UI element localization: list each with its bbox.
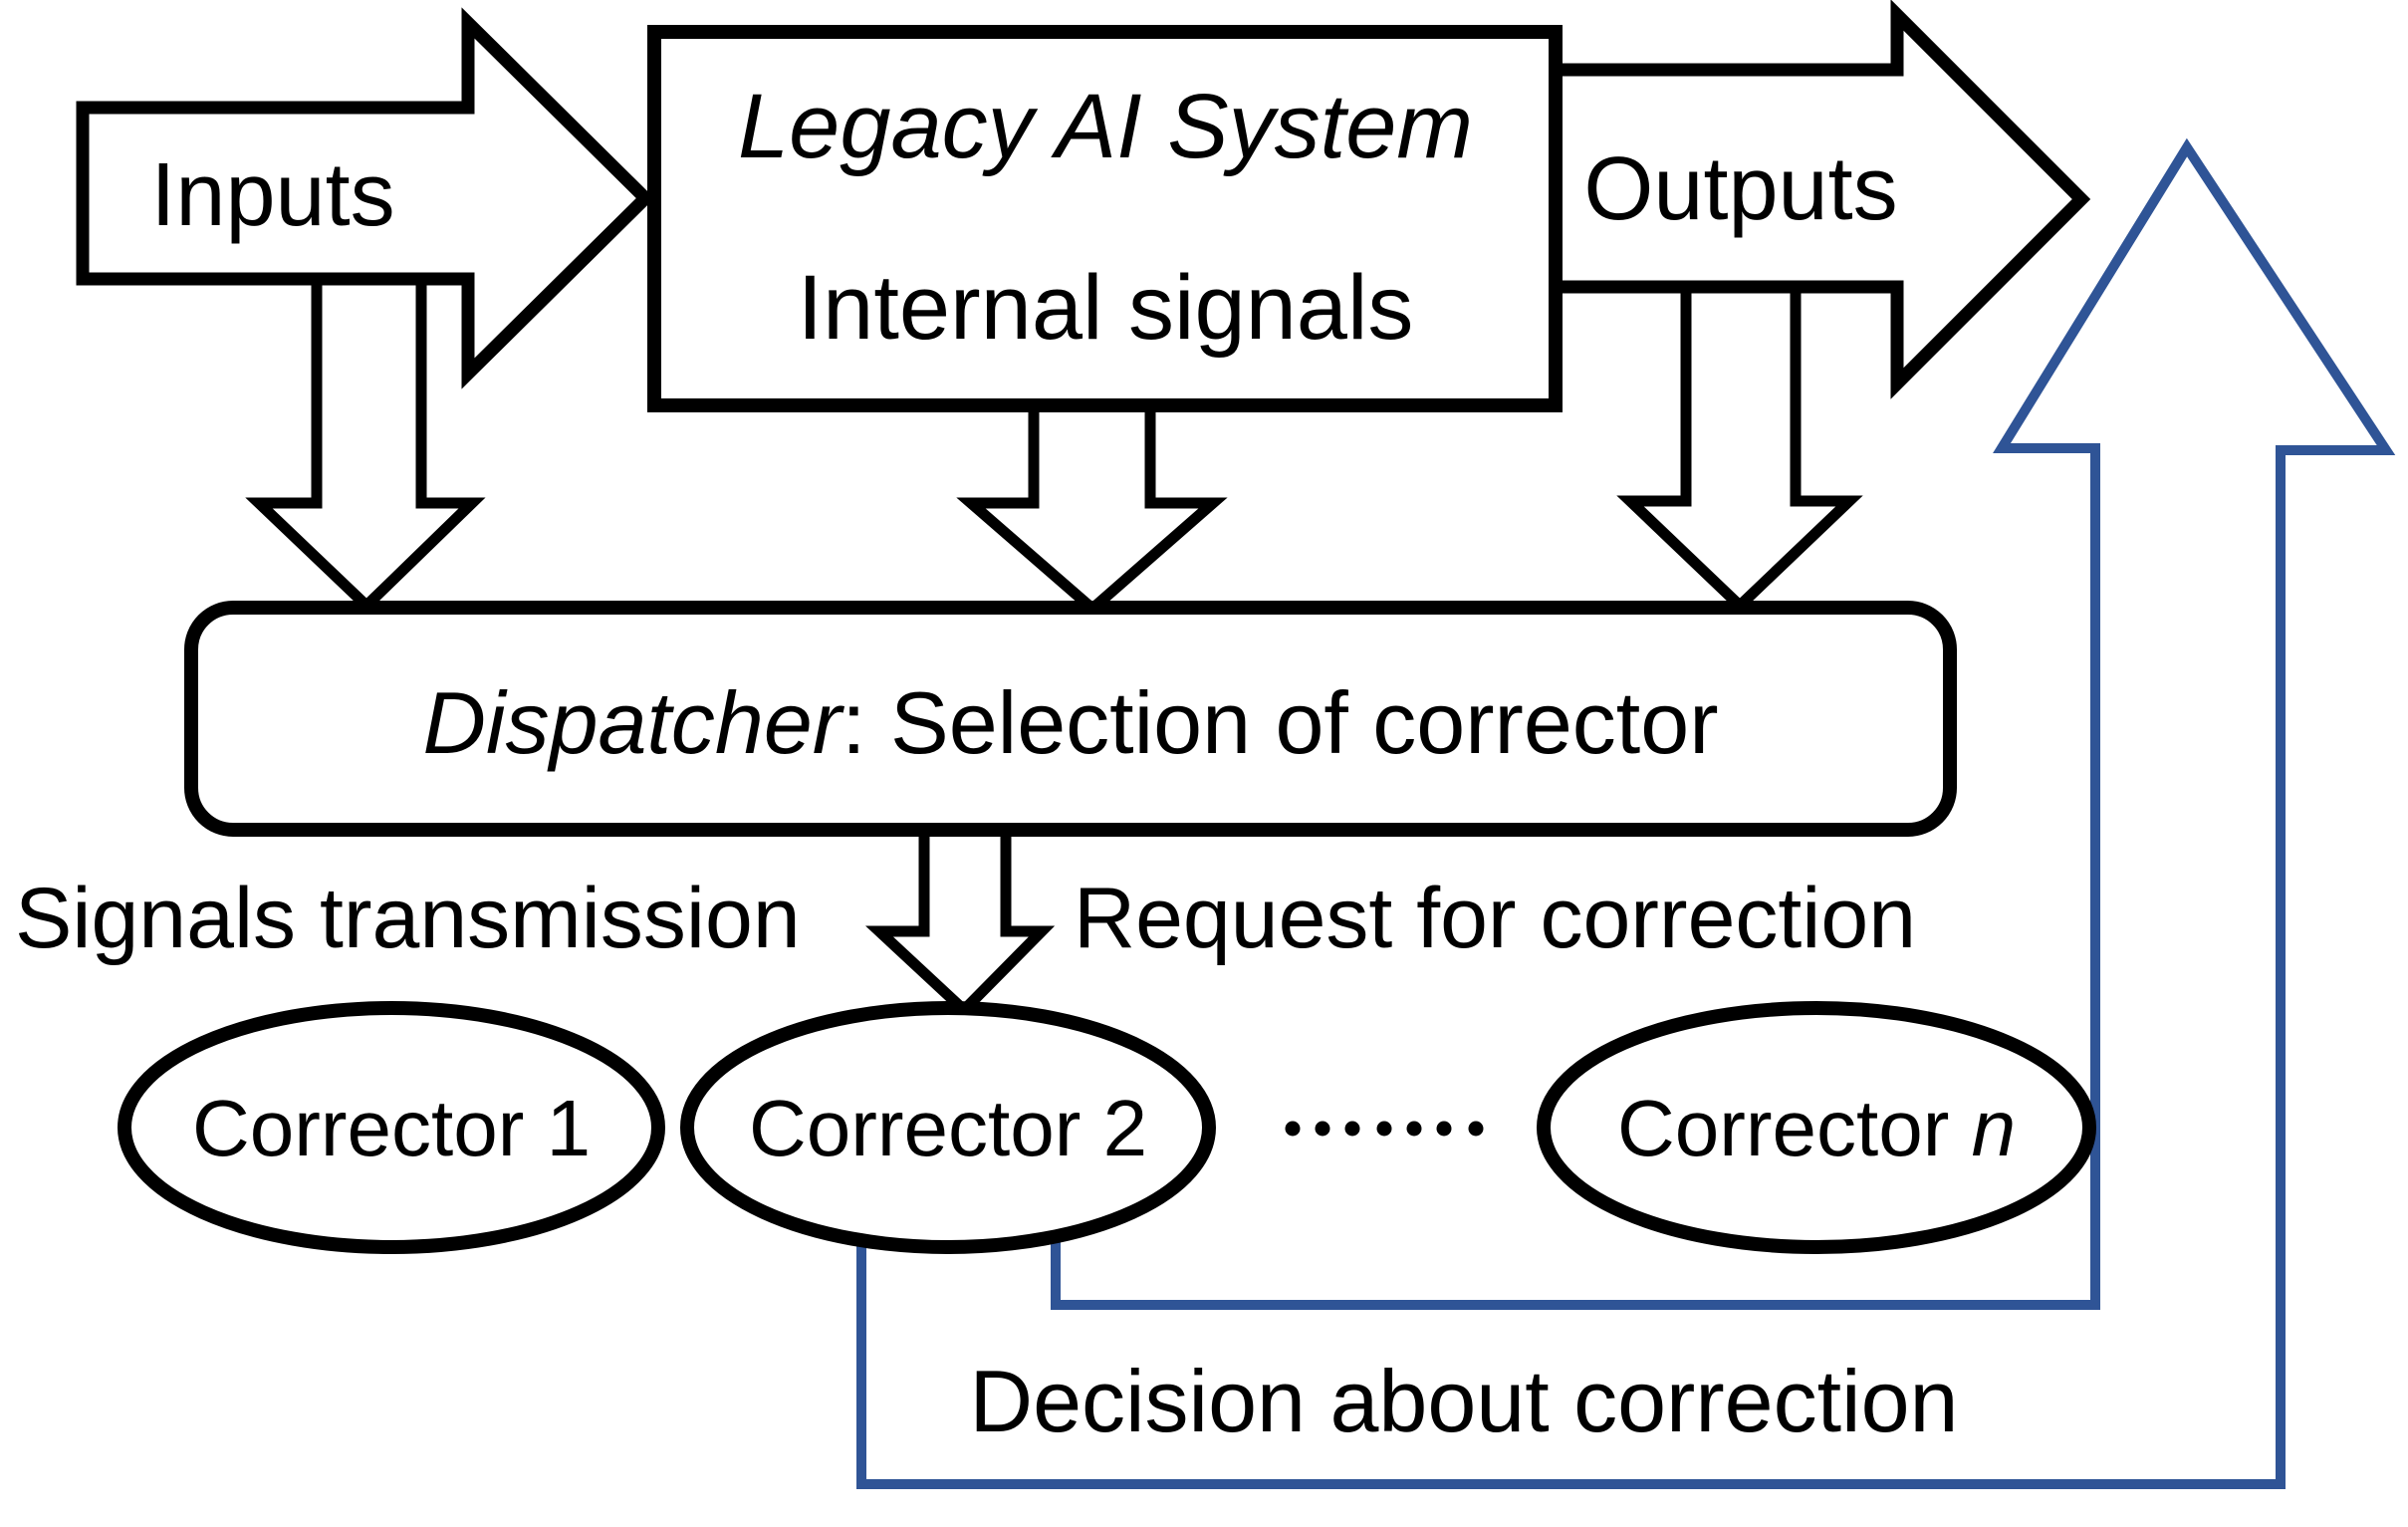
inputs-block-arrow bbox=[76, 7, 655, 389]
corrector-1-label: Corrector 1 bbox=[192, 1084, 591, 1172]
request-for-correction-label: Request for correction bbox=[1074, 871, 1916, 966]
decision-feedback-arrow bbox=[856, 137, 2396, 1489]
corrector-2-label: Corrector 2 bbox=[749, 1084, 1147, 1172]
dispatcher-description: : Selection of corrector bbox=[842, 673, 1718, 772]
corrector-n-variable: n bbox=[1972, 1084, 2017, 1172]
down-arrow-outputs-to-dispatcher bbox=[1616, 288, 1863, 614]
outputs-block-arrow bbox=[1549, 0, 2091, 399]
down-arrow-inputs-to-dispatcher bbox=[245, 279, 486, 614]
legacy-internal-signals-label: Internal signals bbox=[798, 257, 1414, 359]
dispatcher-box bbox=[184, 601, 1957, 837]
ellipsis-dots bbox=[1285, 1121, 1484, 1137]
corrector-1-ellipse bbox=[118, 1001, 665, 1254]
decision-about-correction-label: Decision about correction bbox=[970, 1352, 1959, 1450]
corrector-n-label: Corrector n bbox=[1617, 1084, 2016, 1172]
outputs-label: Outputs bbox=[1583, 139, 1897, 239]
legacy-ai-system-box bbox=[647, 25, 1563, 412]
corrector-2-ellipse bbox=[680, 1001, 1216, 1254]
legacy-ai-system-title: Legacy AI System bbox=[738, 76, 1473, 177]
dispatcher-name: Dispatcher bbox=[422, 673, 844, 772]
down-arrow-dispatcher-to-corrector bbox=[865, 830, 1056, 1018]
inputs-label: Inputs bbox=[150, 145, 394, 245]
down-arrow-legacy-to-dispatcher bbox=[956, 405, 1228, 617]
signals-transmission-label: Signals transmission bbox=[15, 871, 801, 966]
corrector-n-ellipse bbox=[1537, 1001, 2096, 1254]
dispatcher-label: Dispatcher: Selection of corrector bbox=[422, 673, 1718, 772]
corrector-n-prefix: Corrector bbox=[1617, 1084, 1972, 1172]
